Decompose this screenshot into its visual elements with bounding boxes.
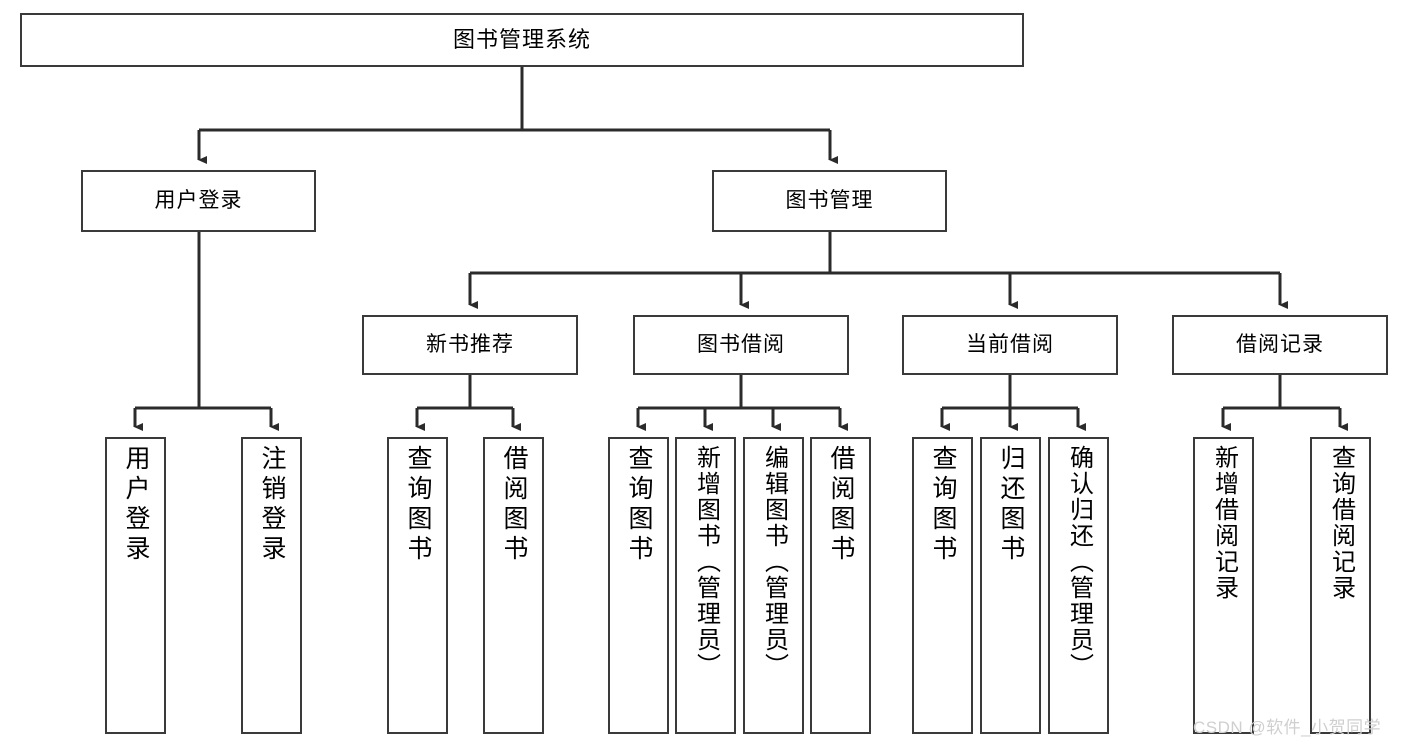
leaf-query-book-borrow-label: 查询图书 [625,445,653,565]
node-book-manage-label: 图书管理 [785,189,874,213]
leaf-query-book-borrow[interactable]: 查询图书 [608,437,669,734]
node-borrow-record[interactable]: 借阅记录 [1172,315,1388,375]
node-book-borrow-label: 图书借阅 [697,333,785,357]
leaf-query-book-current[interactable]: 查询图书 [912,437,973,734]
leaf-edit-book-admin-label: 编辑图书（管理员） [760,445,788,679]
node-new-book-recommend[interactable]: 新书推荐 [362,315,578,375]
leaf-borrow-book[interactable]: 借阅图书 [810,437,871,734]
leaf-query-book-newbook[interactable]: 查询图书 [387,437,448,734]
leaf-edit-book-admin[interactable]: 编辑图书（管理员） [743,437,804,734]
leaf-confirm-return-admin[interactable]: 确认归还（管理员） [1048,437,1109,734]
leaf-confirm-return-admin-label: 确认归还（管理员） [1065,445,1093,679]
leaf-borrow-book-newbook-label: 借阅图书 [500,445,528,565]
leaf-add-book-admin[interactable]: 新增图书（管理员） [675,437,736,734]
node-user-login-label: 用户登录 [154,189,243,213]
node-borrow-record-label: 借阅记录 [1236,333,1324,357]
leaf-user-login[interactable]: 用户登录 [105,437,166,734]
leaf-logout[interactable]: 注销登录 [241,437,302,734]
node-root-label: 图书管理系统 [452,26,591,52]
leaf-borrow-book-newbook[interactable]: 借阅图书 [483,437,544,734]
leaf-borrow-book-label: 借阅图书 [827,445,855,565]
csdn-watermark: CSDN @软件_小贺同学 [1193,718,1382,737]
leaf-return-book[interactable]: 归还图书 [980,437,1041,734]
leaf-logout-label: 注销登录 [258,445,286,565]
node-current-borrow-label: 当前借阅 [966,333,1054,357]
leaf-query-book-current-label: 查询图书 [929,445,957,565]
node-book-borrow[interactable]: 图书借阅 [633,315,849,375]
node-user-login[interactable]: 用户登录 [81,170,316,232]
node-new-book-recommend-label: 新书推荐 [426,333,514,357]
leaf-add-borrow-record[interactable]: 新增借阅记录 [1193,437,1254,734]
node-book-manage[interactable]: 图书管理 [712,170,947,232]
node-current-borrow[interactable]: 当前借阅 [902,315,1118,375]
leaf-add-book-admin-label: 新增图书（管理员） [692,445,720,679]
leaf-query-borrow-record-label: 查询借阅记录 [1327,445,1355,601]
leaf-query-book-newbook-label: 查询图书 [404,445,432,565]
leaf-user-login-label: 用户登录 [122,445,150,565]
node-root[interactable]: 图书管理系统 [20,13,1024,67]
leaf-return-book-label: 归还图书 [997,445,1025,565]
leaf-query-borrow-record[interactable]: 查询借阅记录 [1310,437,1371,734]
leaf-add-borrow-record-label: 新增借阅记录 [1210,445,1238,601]
